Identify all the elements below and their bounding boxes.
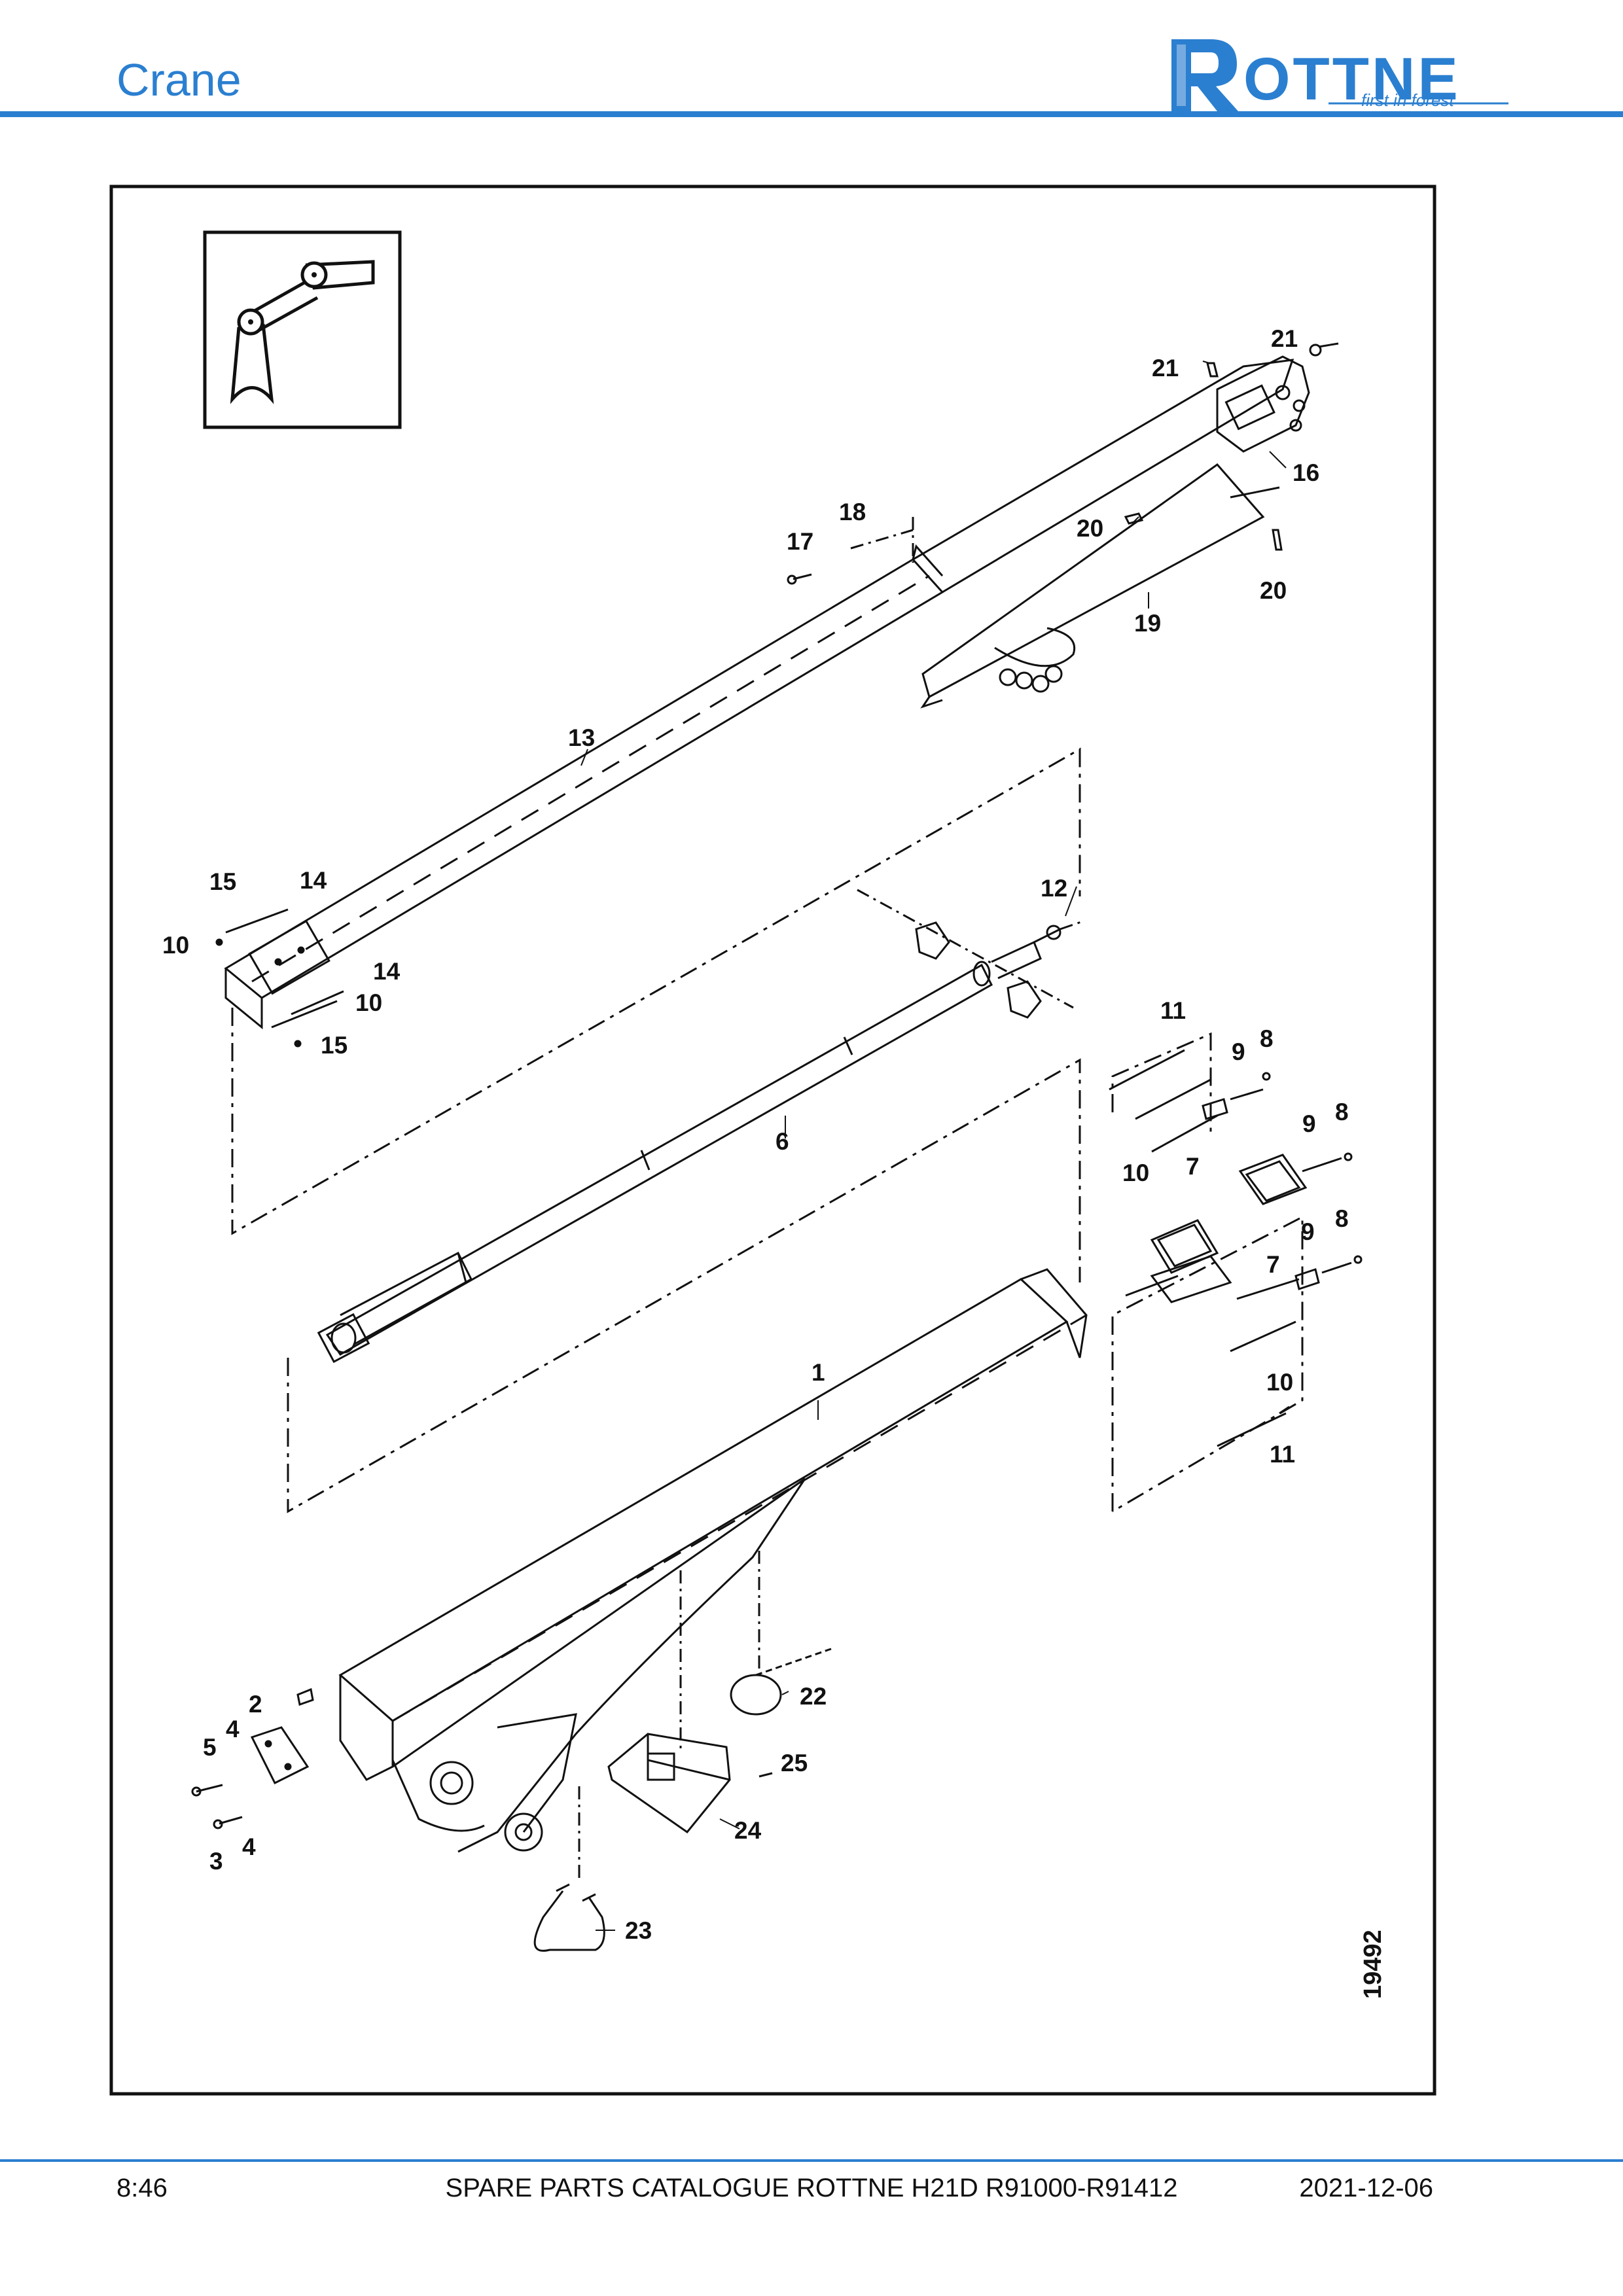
wear-strips-13 <box>215 908 344 1048</box>
svg-text:OTTNE: OTTNE <box>1243 46 1461 113</box>
callout-2: 2 <box>249 1691 262 1718</box>
boom-symbol-icon <box>203 230 402 429</box>
slide-pads <box>1109 1049 1363 1447</box>
callout-17: 17 <box>787 528 813 555</box>
callout-10-mid: 10 <box>1122 1159 1149 1186</box>
header-rule <box>0 111 1623 117</box>
footer-date: 2021-12-06 <box>1299 2174 1433 2202</box>
callout-12: 12 <box>1041 875 1067 902</box>
callout-16: 16 <box>1293 459 1319 486</box>
diagram-frame <box>109 185 1436 2096</box>
hose-guide <box>920 463 1283 709</box>
callout-9-a: 9 <box>1232 1038 1245 1065</box>
callout-8-c: 8 <box>1335 1205 1349 1232</box>
hydraulic-cylinder <box>317 889 1084 1364</box>
leader-lines <box>580 361 1287 1931</box>
lifting-ring <box>730 1551 832 1716</box>
callout-11-lower: 11 <box>1270 1441 1295 1468</box>
callout-19: 19 <box>1134 610 1161 637</box>
footer-catalogue-title: SPARE PARTS CATALOGUE ROTTNE H21D R91000… <box>445 2174 1178 2202</box>
callout-21-head: 21 <box>1271 325 1298 352</box>
callout-11-upper: 11 <box>1160 997 1186 1024</box>
callout-3: 3 <box>209 1848 223 1875</box>
footer-page-number: 8:46 <box>116 2174 168 2202</box>
callout-23: 23 <box>625 1917 652 1944</box>
callout-14-upper: 14 <box>300 867 327 894</box>
callout-8-b: 8 <box>1335 1099 1349 1125</box>
callout-9-c: 9 <box>1301 1218 1315 1245</box>
protective-box <box>607 1570 773 1834</box>
callout-4-lower: 4 <box>242 1833 256 1860</box>
callout-15-upper: 15 <box>209 868 236 895</box>
svg-text:first in forest: first in forest <box>1361 90 1455 110</box>
callout-20-upper: 20 <box>1077 515 1103 542</box>
extension-boom <box>224 359 1294 1030</box>
callout-9-b: 9 <box>1302 1110 1316 1137</box>
rottne-logo: OTTNE first in forest <box>1171 39 1508 113</box>
callout-18: 18 <box>839 499 866 525</box>
callout-25: 25 <box>781 1750 808 1776</box>
callout-10-upper: 10 <box>162 932 189 959</box>
callout-10-right: 10 <box>1266 1369 1293 1396</box>
callout-22: 22 <box>800 1683 827 1710</box>
callout-4-upper: 4 <box>226 1716 240 1742</box>
callout-1: 1 <box>812 1359 825 1386</box>
callout-6: 6 <box>776 1128 789 1155</box>
footer-rule <box>0 2159 1623 2162</box>
bolt-17 <box>787 517 914 585</box>
callout-13: 13 <box>568 724 595 751</box>
callout-8-a: 8 <box>1260 1025 1274 1052</box>
assembly-lines <box>231 747 1304 1513</box>
page-title: Crane <box>116 54 241 105</box>
callout-21-left: 21 <box>1152 355 1179 381</box>
drawing-number: 19492 <box>1359 1930 1387 1999</box>
boom-head <box>1206 342 1339 453</box>
callout-24: 24 <box>734 1817 762 1844</box>
callout-10-lower: 10 <box>355 989 382 1016</box>
rottne-logo-mark <box>1171 39 1238 111</box>
callout-labels: 21 21 16 18 17 20 20 19 13 15 14 10 14 1… <box>162 325 1387 1999</box>
callout-7-upper: 7 <box>1186 1153 1200 1180</box>
callout-5: 5 <box>203 1734 217 1761</box>
callout-7-lower: 7 <box>1266 1251 1280 1278</box>
callout-20-lower: 20 <box>1260 577 1287 604</box>
bracket-2 <box>191 1726 310 1829</box>
callout-15-lower: 15 <box>321 1032 348 1059</box>
callout-14-lower: 14 <box>373 958 401 985</box>
main-boom <box>296 1255 1232 1853</box>
grab-handle <box>533 1786 605 1952</box>
